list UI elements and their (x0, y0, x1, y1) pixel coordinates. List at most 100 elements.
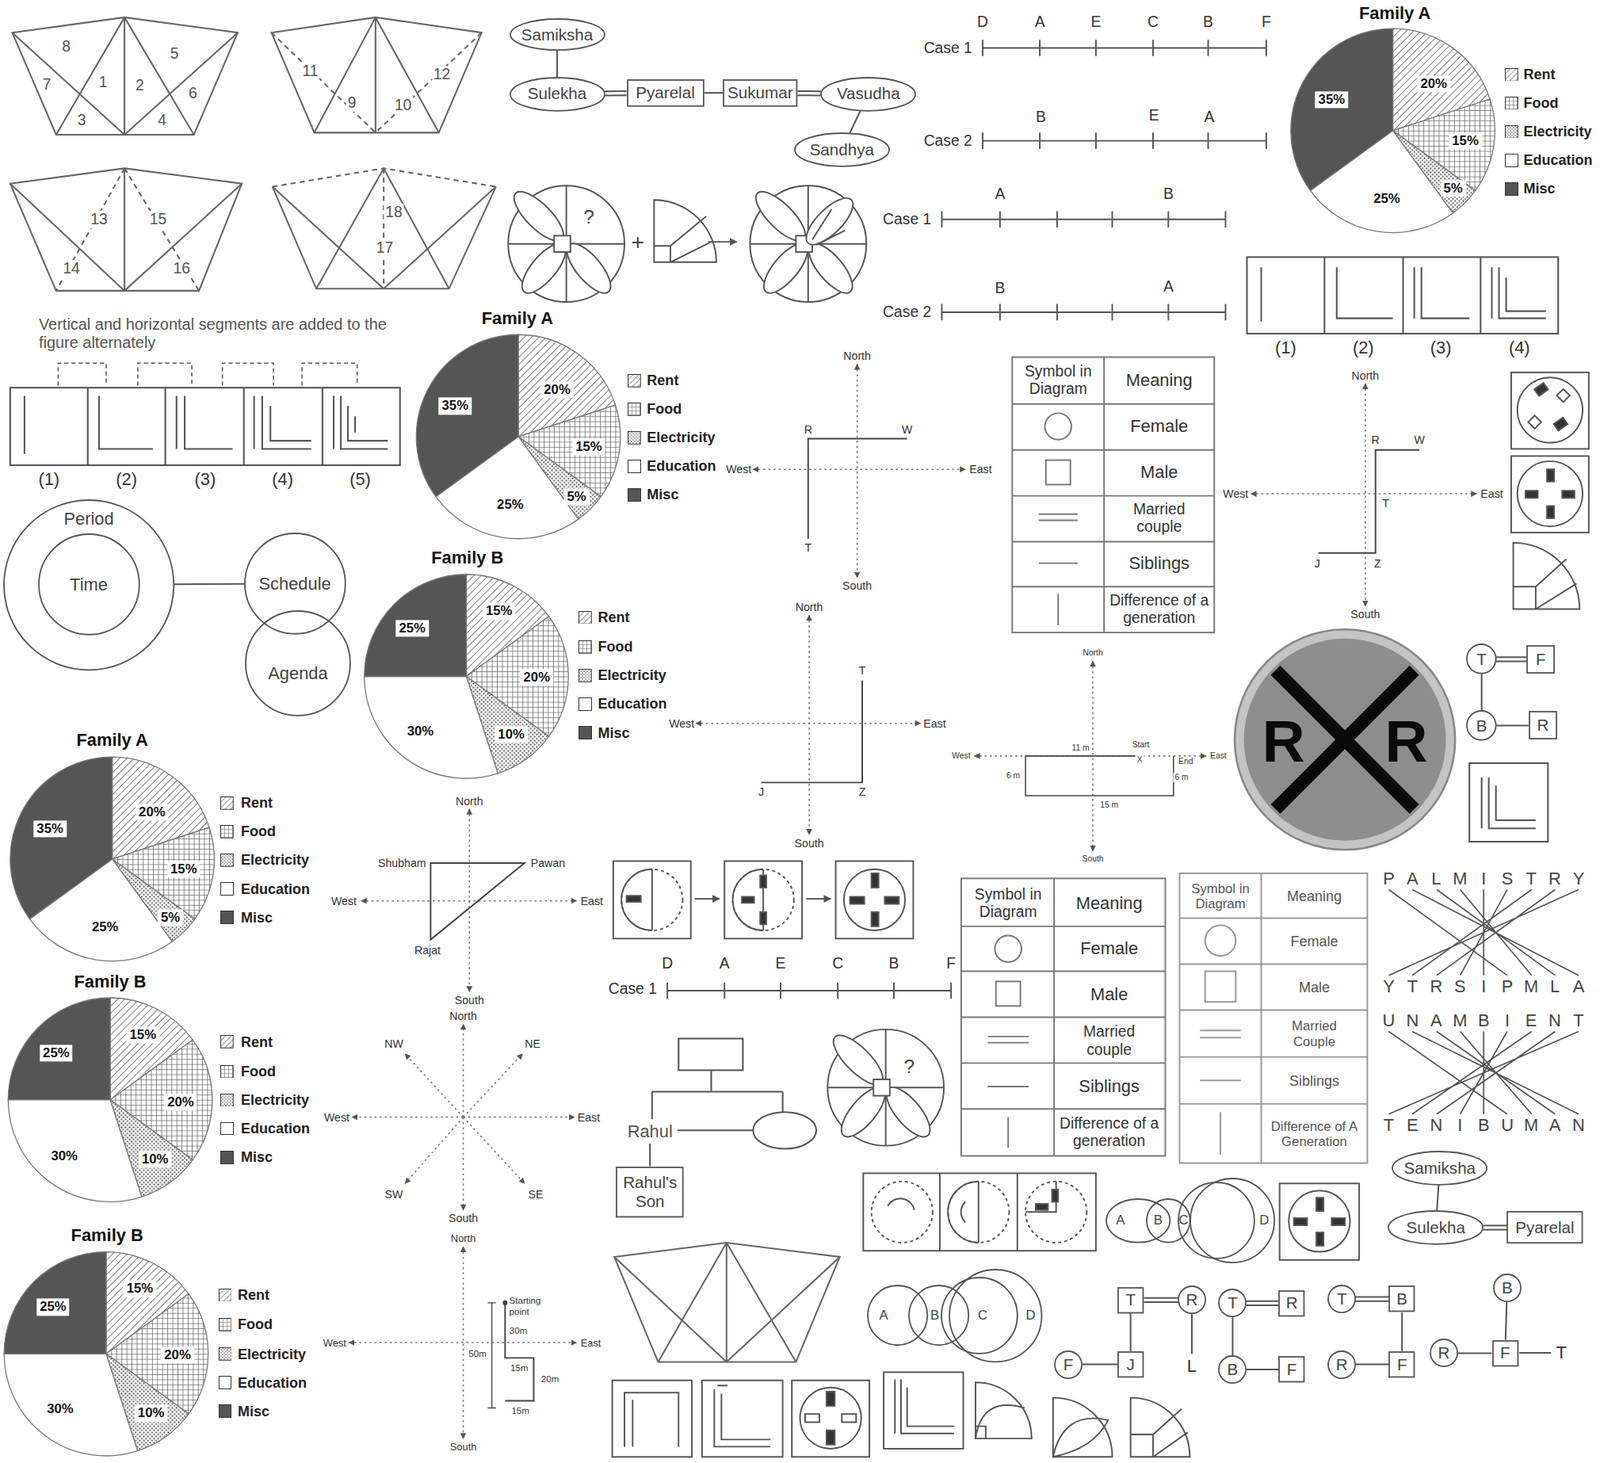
compass-diagrams-part-part (1251, 492, 1478, 495)
compass-diagrams-part-part (361, 900, 577, 902)
pattern-icons-part (1511, 372, 1589, 450)
legend-pattern (218, 1347, 232, 1361)
legend-text: Rent (237, 1286, 270, 1304)
label-text: N (1548, 1010, 1562, 1031)
label-text: West (950, 751, 972, 761)
segment-boxes-part (1481, 777, 1536, 829)
connector-segment (604, 94, 627, 96)
person-ellipse: Samiksha (509, 18, 606, 51)
connector-line (1355, 1363, 1389, 1366)
label-text: R (1384, 707, 1428, 776)
pattern-icons-part (759, 875, 767, 888)
pattern-icons-part (1554, 417, 1569, 432)
legend-swatch (218, 1375, 233, 1390)
percent-label: 10% (494, 725, 527, 743)
ellipse-shape (1178, 1286, 1206, 1314)
compass-diagrams-part-part (348, 1341, 577, 1344)
fan-figures-part (708, 240, 737, 243)
legend-swatch (1504, 68, 1519, 82)
marriage-connector (797, 91, 822, 96)
person-box: F (1278, 1355, 1305, 1383)
label-text: North (1080, 648, 1104, 658)
pattern-icons-part (863, 1172, 1096, 1251)
circle-node: R (1177, 1285, 1207, 1314)
pattern-icons-part (1513, 542, 1581, 610)
box-shape (1507, 1211, 1583, 1243)
symbol-tables-part (1205, 925, 1237, 957)
triangle-figures-part (272, 168, 497, 289)
legend-text: Food (646, 400, 682, 418)
label-text: West (323, 1336, 347, 1349)
pattern-icons-part (1316, 1232, 1324, 1246)
segment-boxes-part (57, 362, 357, 386)
label-text: A (1573, 977, 1585, 997)
pattern-icons-part (1316, 1197, 1324, 1211)
compass-diagrams (348, 364, 1477, 1440)
pattern-icons-part (843, 869, 906, 931)
percent-label: 5% (157, 908, 184, 926)
label-text: South (1080, 854, 1106, 864)
node-text: D (1025, 1307, 1035, 1323)
pattern-icons-part (1130, 1397, 1191, 1458)
percent-label: 15% (123, 1280, 157, 1298)
label-text: N (1405, 1010, 1419, 1031)
pattern-icons-part (805, 1413, 820, 1422)
node-text: Vasudha (836, 84, 901, 104)
legend-text: Education (240, 880, 310, 898)
legend-text: Misc (598, 724, 631, 741)
connector-segment (1482, 1224, 1507, 1226)
label-text: Vertical and horizontal segments are add… (38, 315, 409, 352)
label-text: T (1383, 1115, 1394, 1136)
label-text: P (1382, 868, 1395, 889)
percent-label: 10% (134, 1405, 168, 1422)
node-text: R (1186, 1290, 1199, 1310)
segment-boxes-part (1246, 256, 1558, 334)
label-text: East (1208, 751, 1229, 761)
connector-line (173, 583, 245, 585)
person-box: T (1117, 1286, 1144, 1314)
node-text: R (1286, 1293, 1299, 1313)
connector-segment (1231, 1316, 1234, 1356)
connector-line (1130, 1313, 1132, 1352)
pattern-icons-part (947, 1181, 1009, 1243)
ellipse-shape (38, 534, 140, 635)
label-text: East (923, 717, 946, 730)
label-text: Starting point (509, 1295, 555, 1318)
label-text: South (454, 993, 485, 1007)
pattern-icons-part (1556, 389, 1570, 402)
connector-segment (1436, 1184, 1439, 1211)
label-text: A (1034, 13, 1046, 31)
pattern-icons-part (826, 1391, 835, 1406)
case-lines-part (941, 304, 1226, 321)
legend-text: Rent (240, 794, 273, 812)
legend-pattern (579, 669, 592, 683)
label-text: L (1550, 977, 1560, 997)
label-text: L (1431, 868, 1441, 889)
percent-label: 35% (33, 820, 66, 837)
legend-text: Food (240, 1063, 276, 1081)
label-text: B (1202, 13, 1214, 31)
label-text: A (1203, 108, 1215, 127)
connector-segment (1496, 724, 1529, 726)
box-shape (1118, 1351, 1143, 1377)
person-box: Rahul's Son (615, 1166, 684, 1218)
pie-charts-part (1290, 28, 1496, 233)
connector-line (556, 49, 558, 77)
letter-cross-lines-part (1388, 1031, 1578, 1114)
pattern-icons-part (714, 1385, 771, 1447)
label-text: 12 (431, 65, 452, 84)
percent-label: 15% (167, 860, 200, 878)
box-shape (1279, 1356, 1304, 1382)
label-text: NE (524, 1037, 541, 1051)
ellipse-shape (510, 19, 605, 50)
label-text: Z (1374, 557, 1382, 570)
legend-text: Electricity (646, 429, 715, 447)
connector-segment (1245, 1304, 1279, 1306)
letter-cross-lines-part (1388, 889, 1578, 976)
node-outline (1177, 1181, 1256, 1260)
node-text: B (1476, 716, 1488, 736)
circle-node: D (948, 1268, 1043, 1363)
legend-pattern (221, 1035, 234, 1049)
circle-node: C (1177, 1181, 1256, 1260)
node-text: Schedule (259, 573, 332, 594)
